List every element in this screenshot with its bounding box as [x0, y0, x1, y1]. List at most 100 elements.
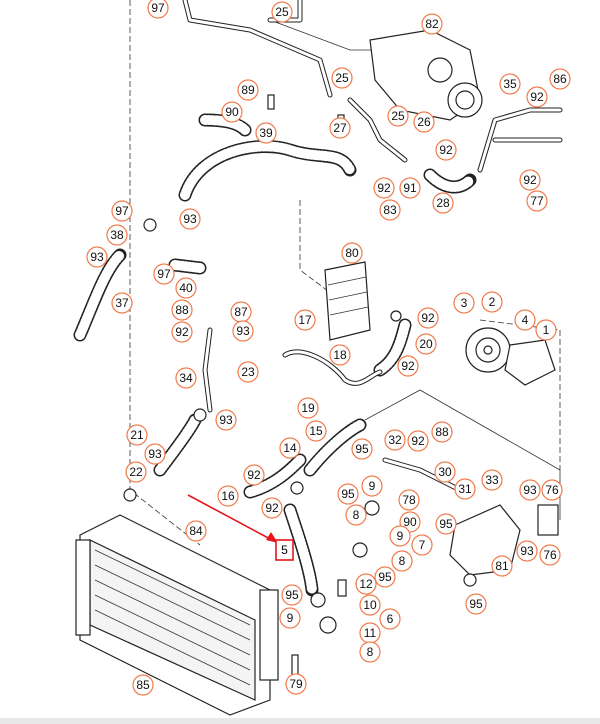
callout-7-circle[interactable]	[411, 534, 433, 556]
callout-23-circle[interactable]	[237, 361, 259, 383]
callout-21-label[interactable]: 21	[130, 428, 144, 442]
callout-92-circle[interactable]	[261, 497, 283, 519]
callout-85-label[interactable]: 85	[136, 678, 150, 692]
callout-35-label[interactable]: 35	[503, 77, 517, 91]
callout-4-circle[interactable]	[514, 309, 536, 331]
callout-95-circle[interactable]	[435, 513, 457, 535]
callout-88-label[interactable]: 88	[175, 303, 189, 317]
callout-16-circle[interactable]	[217, 485, 239, 507]
callout-11-label[interactable]: 11	[364, 626, 377, 640]
callout-32-circle[interactable]	[384, 429, 406, 451]
callout-87-label[interactable]: 87	[234, 305, 248, 319]
callout-92-circle[interactable]	[519, 169, 541, 191]
callout-93-circle[interactable]	[144, 443, 166, 465]
callout-91-circle[interactable]	[399, 177, 421, 199]
callout-86-circle[interactable]	[549, 68, 571, 90]
callout-95-circle[interactable]	[351, 438, 373, 460]
callout-3-circle[interactable]	[453, 292, 475, 314]
callout-92-label[interactable]: 92	[175, 325, 189, 339]
callout-92-label[interactable]: 92	[377, 181, 391, 195]
callout-92-label[interactable]: 92	[523, 173, 537, 187]
callout-93-circle[interactable]	[215, 409, 237, 431]
callout-23-label[interactable]: 23	[241, 365, 255, 379]
callout-83-circle[interactable]	[379, 199, 401, 221]
callout-92-circle[interactable]	[435, 139, 457, 161]
callout-38-label[interactable]: 38	[110, 228, 124, 242]
callout-40-label[interactable]: 40	[179, 281, 193, 295]
callout-9-circle[interactable]	[279, 607, 301, 629]
callout-25-label[interactable]: 25	[391, 109, 405, 123]
callout-93-label[interactable]: 93	[523, 483, 537, 497]
callout-20-label[interactable]: 20	[419, 337, 433, 351]
callout-22-label[interactable]: 22	[129, 465, 143, 479]
callout-88-label[interactable]: 88	[435, 425, 449, 439]
callout-95-label[interactable]: 95	[341, 487, 355, 501]
callout-18-label[interactable]: 18	[333, 348, 347, 362]
callout-85-circle[interactable]	[132, 674, 154, 696]
callout-83-label[interactable]: 83	[383, 203, 397, 217]
callout-95-circle[interactable]	[465, 593, 487, 615]
callout-35-circle[interactable]	[499, 73, 521, 95]
callout-92-circle[interactable]	[407, 430, 429, 452]
callout-97-label[interactable]: 97	[151, 1, 165, 15]
callout-8-label[interactable]: 8	[353, 508, 360, 522]
callout-95-label[interactable]: 95	[285, 588, 299, 602]
callout-25-circle[interactable]	[331, 67, 353, 89]
callout-33-label[interactable]: 33	[485, 473, 499, 487]
callout-89-circle[interactable]	[237, 79, 259, 101]
callout-93-label[interactable]: 93	[520, 544, 534, 558]
callout-79-label[interactable]: 79	[289, 677, 303, 691]
callout-92-circle[interactable]	[373, 177, 395, 199]
callout-97-circle[interactable]	[147, 0, 169, 19]
highlighted-callout[interactable]: 5	[275, 539, 294, 561]
callout-34-circle[interactable]	[175, 367, 197, 389]
callout-97-circle[interactable]	[111, 200, 133, 222]
callout-81-circle[interactable]	[491, 555, 513, 577]
callout-26-circle[interactable]	[413, 111, 435, 133]
callout-19-label[interactable]: 19	[301, 401, 315, 415]
callout-8-circle[interactable]	[359, 641, 381, 663]
callout-6-label[interactable]: 6	[387, 612, 394, 626]
callout-2-circle[interactable]	[481, 291, 503, 313]
callout-33-circle[interactable]	[481, 469, 503, 491]
callout-86-label[interactable]: 86	[553, 72, 567, 86]
callout-93-label[interactable]: 93	[219, 413, 233, 427]
callout-8-circle[interactable]	[345, 504, 367, 526]
callout-80-label[interactable]: 80	[345, 246, 359, 260]
callout-95-label[interactable]: 95	[469, 597, 483, 611]
callout-31-label[interactable]: 31	[458, 482, 472, 496]
callout-12-circle[interactable]	[355, 573, 377, 595]
callout-20-circle[interactable]	[415, 333, 437, 355]
callout-25-label[interactable]: 25	[275, 5, 289, 19]
callout-95-circle[interactable]	[337, 483, 359, 505]
callout-37-label[interactable]: 37	[115, 296, 129, 310]
callout-92-circle[interactable]	[526, 86, 548, 108]
callout-10-label[interactable]: 10	[363, 598, 377, 612]
callout-92-label[interactable]: 92	[421, 311, 435, 325]
callout-84-label[interactable]: 84	[189, 524, 203, 538]
callout-84-circle[interactable]	[185, 520, 207, 542]
callout-12-label[interactable]: 12	[359, 577, 373, 591]
callout-14-label[interactable]: 14	[283, 441, 297, 455]
callout-17-circle[interactable]	[294, 309, 316, 331]
callout-27-label[interactable]: 27	[333, 121, 347, 135]
callout-93-label[interactable]: 93	[236, 324, 250, 338]
callout-9-circle[interactable]	[361, 475, 383, 497]
callout-27-circle[interactable]	[329, 117, 351, 139]
callout-90-label[interactable]: 90	[225, 105, 239, 119]
callout-91-label[interactable]: 91	[403, 181, 417, 195]
callout-31-circle[interactable]	[454, 478, 476, 500]
callout-21-circle[interactable]	[126, 424, 148, 446]
callout-18-circle[interactable]	[329, 344, 351, 366]
callout-77-label[interactable]: 77	[530, 194, 544, 208]
callout-90-label[interactable]: 90	[403, 515, 417, 529]
callout-92-label[interactable]: 92	[439, 143, 453, 157]
callout-93-circle[interactable]	[86, 246, 108, 268]
callout-92-label[interactable]: 92	[265, 501, 279, 515]
callout-9-label[interactable]: 9	[287, 611, 294, 625]
callout-97-circle[interactable]	[153, 263, 175, 285]
callout-92-label[interactable]: 92	[247, 468, 261, 482]
callout-93-label[interactable]: 93	[183, 212, 197, 226]
callout-14-circle[interactable]	[279, 437, 301, 459]
callout-6-circle[interactable]	[379, 608, 401, 630]
